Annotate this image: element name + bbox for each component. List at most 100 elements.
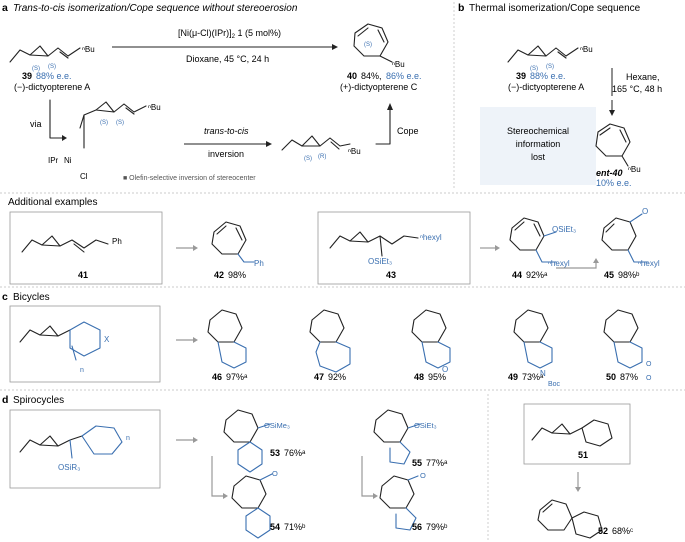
ph-label: Ph [254, 259, 264, 268]
stereo-s-label: (S) [48, 64, 56, 70]
inversion-label: trans-to-cis [204, 126, 249, 136]
osiet3-label: OSiEt₃ [368, 257, 392, 266]
compound-name: (−)-dictyopterene A [508, 82, 584, 92]
ni-label: Ni [64, 156, 72, 165]
panel-d-label: d [2, 394, 8, 406]
o-label: O [272, 469, 278, 478]
x-label: X [104, 335, 110, 344]
n-label: n [126, 435, 130, 442]
info-lost-text: information [516, 139, 561, 149]
catalyst-text: [Ni(μ-Cl)(IPr)]2 1 (5 mol%) [178, 28, 281, 40]
yield-value: 84%, [361, 71, 382, 81]
yield-value: 92% [328, 372, 346, 382]
ee-value: 88% e.e. [36, 71, 72, 81]
info-lost-text: lost [531, 152, 546, 162]
compound-number: 49 [508, 372, 518, 382]
compound-number: 39 [22, 71, 32, 81]
compound-number: 40 [347, 71, 357, 81]
compound-number: 56 [412, 522, 422, 532]
bicycle-substrate-structure [19, 321, 101, 361]
n-label: n [80, 367, 84, 374]
compound-number: 50 [606, 372, 616, 382]
panel-c-title: Bicycles [13, 292, 50, 303]
cis-intermediate-structure [281, 135, 351, 151]
o-label: O [642, 207, 648, 216]
osiet3-label: OSiEt₃ [414, 421, 437, 430]
spiro-53-structure [223, 409, 271, 473]
compound-40-structure [353, 23, 393, 63]
yield-value: 98% [228, 270, 246, 280]
yield-value: 95% [428, 372, 446, 382]
nbu-label: ⁿBu [82, 45, 95, 54]
ee-value: 88% e.e. [530, 71, 566, 81]
hexyl-label: ⁿhexyl [548, 259, 570, 268]
yield-value: 73%ᵃ [522, 372, 544, 382]
substrate-frame [317, 211, 471, 285]
yield-value: 92%ᵃ [526, 270, 548, 280]
hexyl-label: ⁿhexyl [638, 259, 660, 268]
compound-44-structure [509, 217, 557, 263]
thermal-condition: Hexane, [626, 72, 660, 82]
stereo-s-label: (S) [116, 120, 124, 126]
o-label: O [442, 365, 448, 374]
compound-number: 51 [578, 450, 588, 460]
compound-ent40-structure [595, 123, 631, 167]
info-lost-box [480, 107, 596, 185]
compound-39-structure [9, 45, 81, 63]
compound-number: 45 [604, 270, 614, 280]
ee-value: 10% e.e. [596, 178, 632, 188]
inversion-label: inversion [208, 149, 244, 159]
panel-a-label: a [2, 2, 8, 14]
stereo-s-label: (S) [364, 42, 372, 48]
ph-label: Ph [112, 237, 122, 246]
compound-number: 46 [212, 372, 222, 382]
compound-name: (−)-dictyopterene A [14, 82, 90, 92]
yield-value: 76%ᵃ [284, 448, 306, 458]
compound-41-structure [21, 235, 109, 253]
o-label: O [646, 375, 652, 382]
compound-number: 48 [414, 372, 424, 382]
nbu-label: ⁿBu [148, 103, 161, 112]
spiro-55-structure [373, 409, 421, 465]
ee-value: 86% e.e. [386, 71, 422, 81]
spiro-54-structure [231, 473, 273, 539]
via-label: via [30, 119, 42, 129]
substrate-frame [9, 211, 163, 285]
additional-title: Additional examples [8, 197, 98, 208]
compound-45-structure [601, 213, 649, 263]
compound-number: 43 [386, 270, 396, 280]
yield-value: 87% [620, 372, 638, 382]
yield-value: 68%ᶜ [612, 526, 633, 536]
osime3-label: OSiMe₃ [264, 421, 290, 430]
compound-number: 54 [270, 522, 280, 532]
compound-52-structure [537, 499, 603, 539]
panel-a-title: Trans-to-cis isomerization/Cope sequence… [13, 3, 298, 14]
stereo-s-label: (S) [100, 120, 108, 126]
yield-value: 71%ᵇ [284, 522, 306, 532]
stereo-r-label: (R) [318, 154, 326, 160]
compound-number: 41 [78, 270, 88, 280]
osir3-label: OSiR₃ [58, 463, 80, 472]
osiet3-label: OSiEt₃ [552, 225, 576, 234]
compound-number: 52 [598, 526, 608, 536]
thermal-condition: 165 °C, 48 h [612, 84, 662, 94]
cl-label: Cl [80, 172, 88, 181]
compound-39-structure [507, 45, 579, 63]
nbu-label: ⁿBu [628, 165, 641, 174]
substrate-frame [9, 409, 161, 489]
yield-value: 79%ᵇ [426, 522, 448, 532]
substrate-frame [9, 305, 161, 383]
yield-value: 97%ᵃ [226, 372, 248, 382]
yield-value: 77%ᵃ [426, 458, 448, 468]
panel-b-title: Thermal isomerization/Cope sequence [469, 3, 641, 14]
panel-d-title: Spirocycles [13, 395, 64, 406]
ni-intermediate-structure [79, 101, 147, 149]
boc-label: Boc [548, 381, 561, 388]
panel-c-label: c [2, 291, 8, 303]
compound-number: 39 [516, 71, 526, 81]
stereo-s-label: (S) [530, 66, 538, 72]
compound-43-structure [329, 231, 419, 257]
ipr-label: IPr [48, 156, 59, 165]
conditions-text: Dioxane, 45 °C, 24 h [186, 54, 269, 64]
cope-label: Cope [397, 126, 419, 136]
